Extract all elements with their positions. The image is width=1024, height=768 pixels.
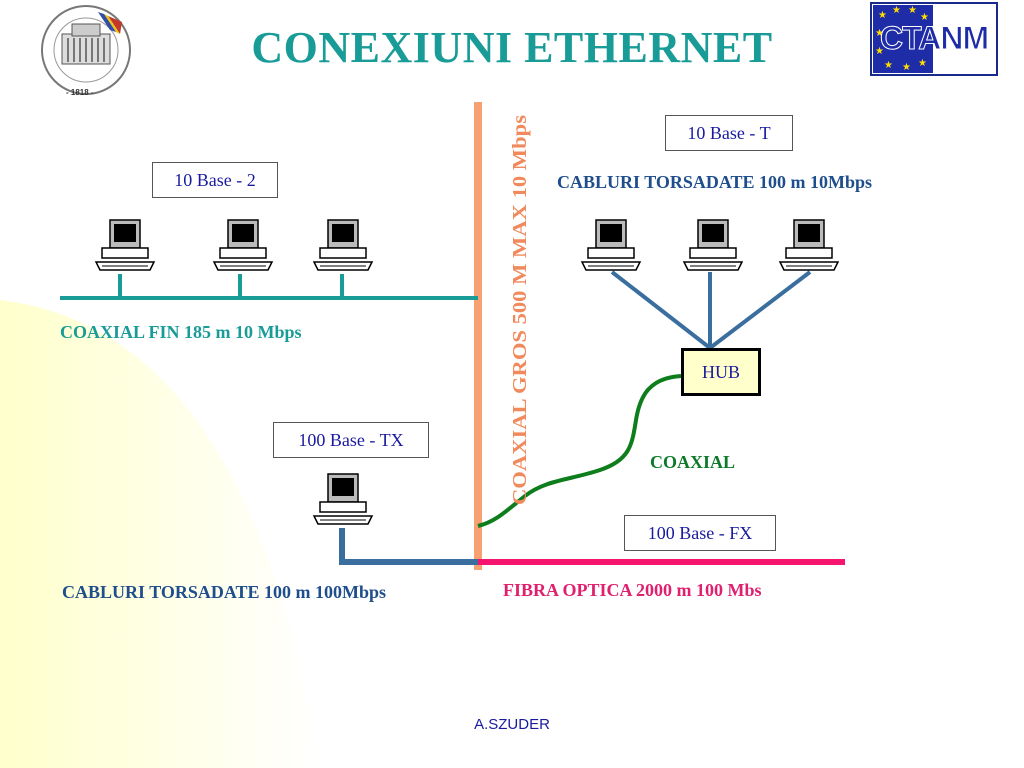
twisted-pair-1 bbox=[610, 270, 712, 350]
svg-text:★: ★ bbox=[902, 62, 911, 73]
svg-text:★: ★ bbox=[892, 5, 901, 16]
label-fibra-optica: FIBRA OPTICA 2000 m 100 Mbs bbox=[503, 580, 762, 600]
computer-icon bbox=[312, 473, 374, 525]
svg-text:★: ★ bbox=[878, 10, 887, 21]
slide-title: CONEXIUNI ETHERNET bbox=[251, 23, 773, 72]
svg-text:★: ★ bbox=[908, 5, 917, 16]
hub-box: HUB bbox=[681, 348, 761, 396]
coaxial-gros-backbone bbox=[474, 102, 482, 570]
svg-text:★: ★ bbox=[920, 12, 929, 23]
label-cabluri-torsadate-100: CABLURI TORSADATE 100 m 100Mbps bbox=[62, 582, 387, 602]
footer-author: A.SZUDER bbox=[474, 716, 550, 733]
computer-icon bbox=[682, 219, 744, 271]
svg-text:★: ★ bbox=[875, 46, 884, 57]
computer-icon bbox=[312, 219, 374, 271]
ctanm-logo-text: CTANM bbox=[879, 20, 989, 57]
label-cabluri-torsadate-10: CABLURI TORSADATE 100 m 10Mbps bbox=[557, 172, 873, 192]
computer-icon bbox=[94, 219, 156, 271]
svg-text:★: ★ bbox=[918, 58, 927, 69]
svg-text:★: ★ bbox=[884, 60, 893, 71]
label-coaxial-gros-text: COAXIAL GROS 500 M MAX 10 Mbps bbox=[509, 115, 531, 505]
box-10-base-t: 10 Base - T bbox=[665, 115, 793, 151]
computer-icon bbox=[580, 219, 642, 271]
twisted-pair-100tx bbox=[339, 528, 478, 565]
svg-text:★: ★ bbox=[875, 28, 884, 39]
label-coaxial-gros: COAXIAL GROS 500 M MAX 10 Mbps bbox=[509, 115, 531, 505]
computer-icon bbox=[212, 219, 274, 271]
university-logo-motto: - 1818 - bbox=[66, 88, 94, 97]
label-coaxial-fin: COAXIAL FIN 185 m 10 Mbps bbox=[60, 322, 302, 342]
box-100-base-fx: 100 Base - FX bbox=[624, 515, 776, 551]
coaxial-link bbox=[477, 374, 682, 528]
twisted-pair-3 bbox=[708, 270, 812, 350]
box-100-base-tx: 100 Base - TX bbox=[273, 422, 429, 458]
computer-icon bbox=[778, 219, 840, 271]
ctanm-logo: ★★★ ★★★ ★★★ CTANM bbox=[870, 2, 998, 76]
box-10-base-2: 10 Base - 2 bbox=[152, 162, 278, 198]
university-logo bbox=[41, 5, 131, 95]
label-coaxial: COAXIAL bbox=[650, 452, 736, 472]
